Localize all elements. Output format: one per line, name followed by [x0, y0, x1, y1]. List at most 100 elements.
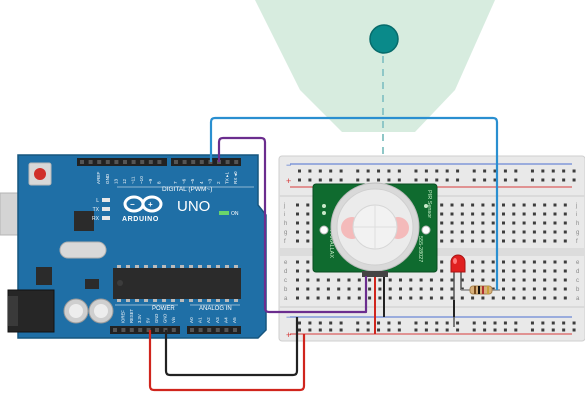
power-header-holes [113, 328, 237, 332]
header-hole [155, 328, 159, 332]
breadboard-hole [424, 328, 428, 332]
row-letter: d [576, 269, 579, 275]
ic-pin [180, 299, 184, 302]
reset-button-cap [34, 168, 46, 180]
breadboard-hole [553, 278, 557, 282]
breadboard-hole [493, 321, 497, 325]
breadboard-hole [530, 178, 534, 182]
breadboard-hole [553, 239, 557, 243]
breadboard-hole [543, 230, 547, 234]
ic-pin [126, 265, 130, 268]
analog-pin-label: A2 [206, 317, 211, 323]
header-hole [146, 328, 151, 332]
ic-pin [207, 265, 211, 268]
breadboard-hole [512, 239, 516, 243]
breadboard-hole [296, 269, 299, 273]
status-led-label: RX [92, 216, 100, 222]
breadboard-hole [551, 169, 555, 173]
breadboard-hole [491, 287, 495, 291]
wire-red-5v-to-rail[interactable] [148, 330, 306, 392]
breadboard-hole [562, 321, 566, 325]
wire-blue-pin3-to-resistor[interactable] [209, 116, 499, 290]
breadboard-hole [512, 221, 516, 225]
breadboard-hole [522, 278, 526, 282]
power-pin-label: 5V [146, 318, 151, 323]
breadboard-hole [339, 169, 343, 173]
digital-pin-label: AREF [96, 172, 101, 184]
breadboard-hole [397, 328, 401, 332]
breadboard-hole [563, 269, 567, 273]
breadboard-hole [356, 328, 360, 332]
breadboard-hole [532, 239, 536, 243]
on-label: ON [231, 211, 239, 217]
breadboard-hole [514, 321, 518, 325]
row-letter: f [284, 239, 286, 245]
ic-pin [144, 265, 148, 268]
breadboard-hole [306, 239, 310, 243]
digital-pin-label: ~6 [182, 178, 187, 184]
breadboard-hole [435, 321, 439, 325]
status-led-label: TX [93, 207, 100, 213]
breadboard-hole [563, 221, 567, 225]
breadboard-hole [491, 203, 495, 207]
analog-pin-label: A1 [198, 317, 203, 323]
status-led-label: L [96, 198, 99, 204]
wire-purple-pin2-to-pir[interactable] [217, 136, 368, 314]
breadboard-hole [522, 287, 526, 291]
digital-pin-label: ~10 [139, 176, 144, 184]
pir-dot-2 [322, 211, 326, 215]
row-letter: d [284, 269, 287, 275]
motion-target[interactable] [369, 24, 399, 54]
breadboard-hole [532, 230, 536, 234]
breadboard-hole [450, 287, 454, 291]
row-letter: j [575, 203, 577, 209]
breadboard-hole [409, 287, 413, 291]
breadboard-hole [306, 260, 310, 264]
pir-sensor[interactable]: PARALLAX 555-28027 PIR Sensor [312, 182, 438, 277]
breadboard-hole [532, 221, 536, 225]
breadboard-hole [472, 178, 476, 182]
breadboard-hole [316, 287, 320, 291]
header-hole [129, 328, 134, 332]
breadboard-hole [522, 239, 526, 243]
red-led[interactable] [450, 254, 466, 327]
header-hole [234, 160, 239, 164]
resistor[interactable] [461, 285, 500, 295]
ic-pin [144, 299, 148, 302]
digital-pin-label: 7 [173, 181, 178, 184]
breadboard-hole [512, 230, 516, 234]
breadboard-hole [471, 221, 475, 225]
breadboard-hole [388, 287, 392, 291]
breadboard-hole [503, 169, 507, 173]
breadboard-hole [419, 278, 423, 282]
ic-pin [207, 299, 211, 302]
header-hole [138, 328, 143, 332]
breadboard-hole [491, 212, 495, 216]
breadboard-hole [491, 296, 495, 300]
breadboard-hole [414, 169, 418, 173]
header-hole [224, 328, 229, 332]
breadboard-hole [471, 260, 475, 264]
ic-pin [135, 299, 139, 302]
breadboard-hole [543, 239, 547, 243]
wire-black-gnd-to-rail[interactable] [164, 317, 299, 377]
breadboard-hole [522, 296, 526, 300]
status-led [102, 207, 110, 211]
breadboard-hole [481, 239, 485, 243]
breadboard-hole [440, 203, 444, 207]
breadboard-hole [329, 169, 333, 173]
breadboard-hole [368, 287, 372, 291]
header-hole [80, 160, 84, 164]
breadboard-hole [563, 239, 567, 243]
breadboard-hole [329, 321, 333, 325]
breadboard-hole [551, 178, 555, 182]
breadboard-hole [368, 278, 372, 282]
row-letter: c [576, 278, 579, 284]
header-hole [191, 160, 196, 164]
breadboard-hole [493, 169, 497, 173]
breadboard-hole [563, 230, 567, 234]
breadboard-hole [562, 169, 566, 173]
